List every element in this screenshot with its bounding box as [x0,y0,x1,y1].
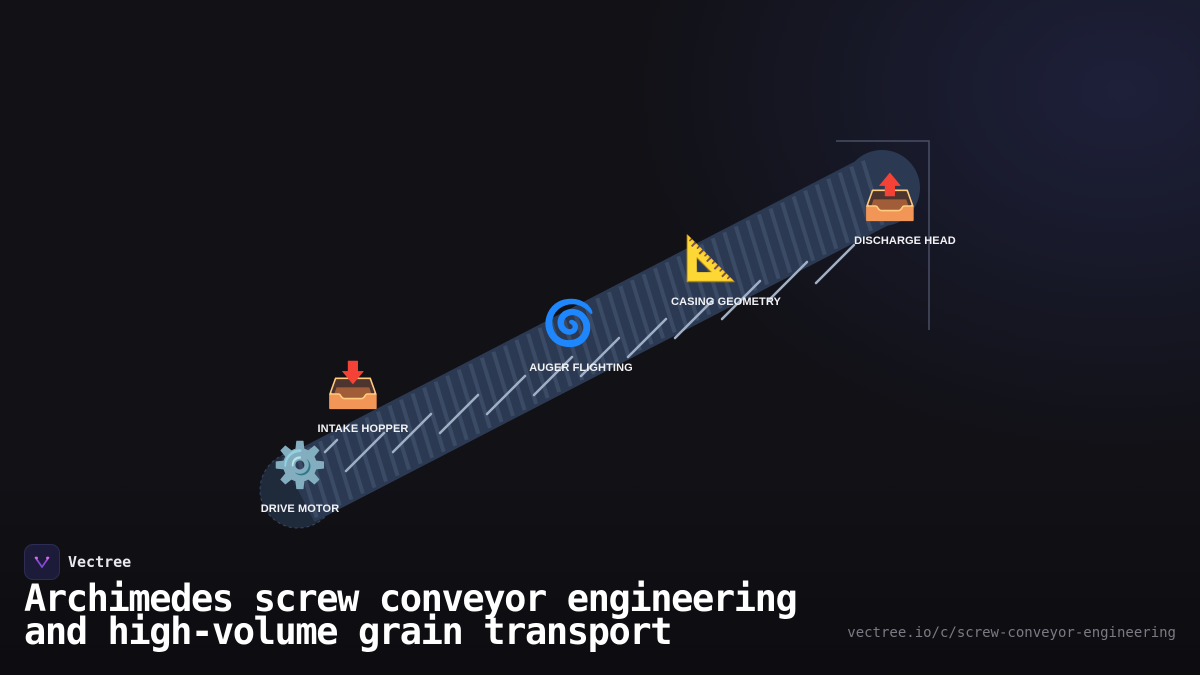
flight-hatch-mark [549,321,573,387]
outbox-tray-icon: 📤 [862,172,918,223]
page-url: vectree.io/c/screw-conveyor-engineering [847,625,1176,641]
flight-line [485,374,527,416]
flight-hatch-mark [722,231,746,298]
flight-line [438,393,480,435]
node-label-discharge-head: DISCHARGE HEAD [854,235,956,247]
flight-hatch-mark [491,351,515,417]
flight-hatch-mark [387,404,412,471]
flight-hatch-mark [757,213,781,280]
node-label-intake-hopper: INTAKE HOPPER [317,423,409,435]
flight-line [720,279,762,321]
flight-hatch-mark [341,428,365,495]
node-label-drive-motor: DRIVE MOTOR [260,503,340,515]
page-title: Archimedes screw conveyor engineering an… [24,580,798,650]
flight-line [579,336,621,378]
flight-hatch-mark [572,309,596,375]
flight-line [626,317,668,359]
flight-line [391,412,433,454]
flight-hatch-mark [676,255,700,322]
node-label-auger-flighting: AUGER FLIGHTING [529,362,633,374]
title-line-1: Archimedes screw conveyor engineering [24,577,798,620]
brand-name: Vectree [68,553,132,571]
flight-hatch-mark [849,166,873,232]
flight-hatch-mark [537,327,562,393]
flight-hatch-mark [422,387,446,453]
flight-hatch-mark [780,201,804,268]
flight-hatch-mark [295,452,319,519]
flight-hatch-mark [791,195,816,262]
flight-hatch-mark [479,357,504,423]
flight-hatch-mark [641,273,666,339]
flight-hatch-mark [583,303,608,369]
flight-line [532,355,574,397]
auger-flight-lines [323,243,856,473]
flight-hatch-mark [595,297,619,363]
flight-hatch-mark [352,422,377,489]
flight-hatch-mark [664,261,689,327]
flight-hatch-mark [456,369,481,435]
brand: Vectree [24,544,131,580]
flight-hatch-mark [826,178,850,244]
flight-hatch-mark [803,190,827,256]
auger-flight-hatching [295,160,885,519]
flight-hatch-mark [433,381,458,447]
vectree-logo-icon [24,544,60,580]
flight-hatch-mark [364,416,388,483]
title-line-2: and high-volume grain transport [24,610,673,653]
flight-hatch-mark [699,243,723,310]
flight-hatch-mark [399,399,423,465]
flight-hatch-mark [306,446,331,513]
flight-hatch-mark [837,172,862,238]
flight-hatch-mark [502,345,527,411]
flight-hatch-mark [618,285,642,351]
cyclone-icon: 🌀 [541,298,597,349]
flight-hatch-mark [560,315,585,381]
flight-hatch-mark [526,333,550,399]
flight-hatch-mark [410,393,435,459]
flight-hatch-mark [687,249,712,316]
flight-hatch-mark [318,440,342,507]
flight-hatch-mark [745,219,769,286]
flight-line [814,243,856,285]
node-label-casing-geometry: CASING GEOMETRY [671,296,781,308]
flight-line [673,298,715,340]
flight-hatch-mark [814,184,839,250]
triangular-ruler-icon: 📐 [683,233,739,284]
flight-hatch-mark [445,375,469,441]
gear-icon: ⚙️ [272,440,328,491]
flight-hatch-mark [606,291,631,357]
flight-hatch-mark [710,237,735,304]
flight-hatch-mark [630,279,654,345]
outlet-bracket [836,140,930,330]
flight-hatch-mark [653,267,677,333]
flight-hatch-mark [329,434,354,501]
flight-line [344,431,386,473]
flight-hatch-mark [468,363,492,429]
inbox-tray-icon: 📥 [325,360,381,411]
flight-line [767,260,809,302]
flight-hatch-mark [768,207,793,274]
flight-hatch-mark [514,339,539,405]
flight-hatch-mark [860,160,885,226]
conveyor-tube [281,156,899,522]
flight-line [323,438,339,454]
flight-hatch-mark [733,225,758,292]
flight-hatch-mark [375,410,400,477]
